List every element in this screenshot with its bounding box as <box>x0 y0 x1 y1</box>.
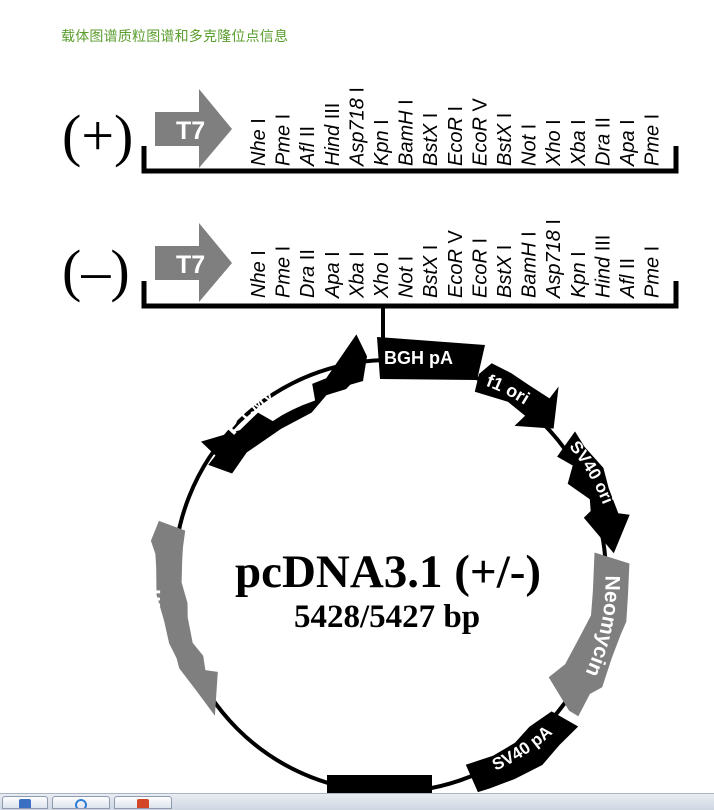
restriction-site-label: Not I <box>519 124 541 166</box>
mcs-bracket-plus <box>141 146 679 174</box>
taskbar-start-button[interactable] <box>2 796 48 809</box>
restriction-site-label: Apa I <box>322 251 344 299</box>
plasmid-size: 5428/5427 bp <box>294 599 480 635</box>
restriction-site-label: Xba I <box>568 119 590 167</box>
restriction-site-label: Asp718 I <box>543 219 565 299</box>
restriction-site-label: Xho I <box>371 251 393 299</box>
restriction-site-label: Hind III <box>322 103 344 166</box>
restriction-site-label: Afl II <box>297 126 319 167</box>
restriction-site-label: BstX I <box>420 113 442 166</box>
restriction-site-label: Not I <box>396 256 418 298</box>
feature-neomycin <box>548 552 630 717</box>
restriction-site-label: Pme I <box>642 246 664 298</box>
feature-sv40-ori <box>557 431 630 554</box>
taskbar-presentation-button[interactable] <box>114 796 172 809</box>
os-taskbar <box>0 793 714 810</box>
start-icon <box>19 799 31 808</box>
restriction-site-label: EcoR I <box>469 238 491 298</box>
page-caption: 载体图谱质粒图谱和多克隆位点信息 <box>61 29 289 45</box>
t7-label-plus: T7 <box>176 117 205 145</box>
restriction-site-label: BstX I <box>494 113 516 166</box>
restriction-site-label: Apa I <box>617 119 639 167</box>
restriction-site-label: BamH I <box>396 99 418 166</box>
restriction-site-label: Dra II <box>592 117 614 166</box>
plus-symbol: (+) <box>62 103 133 168</box>
feature-bgh-pa <box>377 337 485 380</box>
restriction-site-label: Pme I <box>273 246 295 298</box>
restriction-site-label: Xho I <box>543 119 565 167</box>
t7-label-minus: T7 <box>176 251 205 279</box>
restriction-site-label: Dra II <box>297 249 319 298</box>
browser-icon <box>75 799 87 808</box>
restriction-site-label: Asp718 I <box>346 87 368 167</box>
restriction-site-label: BstX I <box>494 245 516 298</box>
feature-ampicillin <box>150 520 218 716</box>
restriction-site-label: Nhe I <box>248 250 270 298</box>
restriction-site-label: EcoR I <box>445 106 467 166</box>
restriction-site-label: Pme I <box>273 114 295 166</box>
restriction-site-label: Kpn I <box>568 251 590 298</box>
restriction-site-label: Nhe I <box>248 118 270 166</box>
taskbar-browser-button[interactable] <box>52 796 110 809</box>
bgh-pa-label: BGH pA <box>384 348 453 368</box>
restriction-site-label: Afl II <box>617 258 639 299</box>
plasmid-name: pcDNA3.1 (+/-) <box>235 546 541 598</box>
minus-symbol: (–) <box>62 238 130 303</box>
restriction-site-label: Hind III <box>592 235 614 298</box>
restriction-site-label: Kpn I <box>371 119 393 166</box>
feature-sv40-pa <box>465 711 579 793</box>
feature-f1-ori <box>474 363 559 429</box>
t7-promoter-arrow-minus <box>155 223 232 302</box>
restriction-site-label: EcoR V <box>469 98 491 166</box>
restriction-site-label: BstX I <box>420 245 442 298</box>
mcs-bracket-minus <box>141 281 679 309</box>
restriction-site-label: Pme I <box>642 114 664 166</box>
feature-pcmv <box>201 334 367 474</box>
presentation-icon <box>137 799 149 808</box>
t7-promoter-arrow-plus <box>155 89 232 168</box>
restriction-site-label: EcoR V <box>445 230 467 298</box>
restriction-site-label: BamH I <box>519 231 541 298</box>
restriction-site-label: Xba I <box>346 251 368 299</box>
